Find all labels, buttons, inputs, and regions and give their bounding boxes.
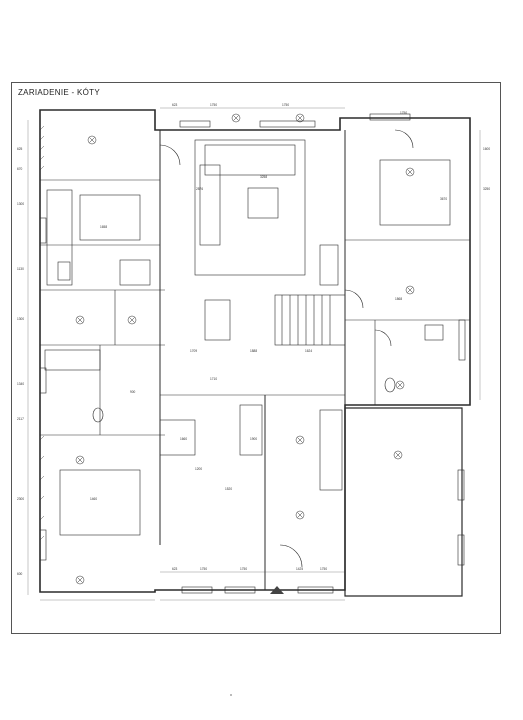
dim-label-top: 623 xyxy=(172,103,178,107)
dim-label-interior: 1520 xyxy=(225,487,232,491)
dim-label-interior: 1868 xyxy=(395,297,402,301)
toilet xyxy=(384,377,396,393)
dim-label-top: 1750 xyxy=(400,111,407,115)
wall-hatch xyxy=(39,125,45,541)
dim-label-top: 1750 xyxy=(210,103,217,107)
door-swing xyxy=(279,544,303,568)
sofa xyxy=(199,164,221,246)
door-swing xyxy=(394,129,414,149)
dim-label-left: 1300 xyxy=(17,202,24,206)
living-room-zone xyxy=(194,139,306,276)
dim-label-left: 1300 xyxy=(17,317,24,321)
window xyxy=(297,586,334,594)
window xyxy=(259,120,316,128)
ceiling-light-icon xyxy=(87,135,97,145)
kitchen-sink xyxy=(57,261,71,281)
window xyxy=(181,586,213,594)
page-dot xyxy=(230,694,232,696)
triangle-marker xyxy=(270,586,284,594)
ceiling-light-icon xyxy=(405,167,415,177)
wardrobe xyxy=(239,404,263,456)
dim-label-left: 2300 xyxy=(17,497,24,501)
dim-label-interior: 1200 xyxy=(195,467,202,471)
dim-label-interior: 3670 xyxy=(440,197,447,201)
door-swing xyxy=(374,329,392,347)
dim-label-interior: 1624 xyxy=(305,349,312,353)
dim-label-left: 600 xyxy=(17,572,23,576)
ceiling-light-icon xyxy=(127,315,137,325)
window xyxy=(39,529,47,561)
dim-label-right: 3250 xyxy=(483,187,490,191)
stair-steps xyxy=(281,295,331,345)
dim-label-bottom: 1750 xyxy=(320,567,327,571)
dim-label-right: 1600 xyxy=(483,147,490,151)
window xyxy=(39,367,47,394)
bed xyxy=(79,194,141,241)
ceiling-light-icon xyxy=(405,285,415,295)
dim-label-left: 670 xyxy=(17,167,23,171)
door-swing xyxy=(159,144,181,166)
sofa xyxy=(204,144,296,176)
sheet-frame xyxy=(11,82,501,634)
dim-label-interior: 1660 xyxy=(180,437,187,441)
exterior-wall xyxy=(39,109,471,593)
dim-label-left: 2117 xyxy=(17,417,24,421)
ceiling-light-icon xyxy=(75,455,85,465)
ceiling-lights xyxy=(75,113,415,585)
dim-label-bottom: 1425 xyxy=(296,567,303,571)
ceiling-light-icon xyxy=(75,575,85,585)
dining-table xyxy=(204,299,231,341)
ceiling-light-icon xyxy=(393,450,403,460)
dim-label-interior: 1888 xyxy=(250,349,257,353)
ceiling-light-icon xyxy=(295,113,305,123)
dim-label-left: 1340 xyxy=(17,382,24,386)
window xyxy=(457,469,465,501)
bathtub xyxy=(44,349,101,371)
bed xyxy=(59,469,141,536)
sheet-title: ZARIADENIE - KÓTY xyxy=(18,88,100,97)
annex-wall xyxy=(344,407,463,597)
cabinet xyxy=(319,244,339,286)
dim-label-bottom: 1750 xyxy=(200,567,207,571)
bed xyxy=(379,159,451,226)
dim-label-interior: 1709 xyxy=(190,349,197,353)
dim-label-interior: 2876 xyxy=(196,187,203,191)
window xyxy=(369,113,411,121)
window xyxy=(458,319,466,361)
ceiling-light-icon xyxy=(75,315,85,325)
dim-label-interior: 1460 xyxy=(90,497,97,501)
window xyxy=(39,217,47,244)
cabinet xyxy=(119,259,151,286)
window xyxy=(457,534,465,566)
window xyxy=(179,120,211,128)
dim-label-interior: 900 xyxy=(130,390,136,394)
wardrobe xyxy=(319,409,343,491)
window xyxy=(224,586,256,594)
dim-label-top: 1750 xyxy=(282,103,289,107)
dim-label-bottom: 1750 xyxy=(240,567,247,571)
dim-label-left: 625 xyxy=(17,147,23,151)
dim-label-interior: 3258 xyxy=(260,175,267,179)
dimension-labels: 623 1750 1750 1750 623 1750 1750 1425 17… xyxy=(17,103,490,576)
dim-label-bottom: 623 xyxy=(172,567,178,571)
kitchen-counter xyxy=(46,189,73,286)
dim-label-left: 1130 xyxy=(17,267,24,271)
door-swing xyxy=(344,289,364,309)
shower xyxy=(159,419,196,456)
staircase xyxy=(274,294,346,346)
ceiling-light-icon xyxy=(295,435,305,445)
toilet xyxy=(92,407,104,423)
sink xyxy=(424,324,444,341)
dim-label-interior: 1710 xyxy=(210,377,217,381)
coffee-table xyxy=(247,187,279,219)
ceiling-light-icon xyxy=(231,113,241,123)
dimension-lines xyxy=(27,107,481,601)
dim-label-interior: 1900 xyxy=(250,437,257,441)
ceiling-light-icon xyxy=(395,380,405,390)
dim-label-interior: 1658 xyxy=(100,225,107,229)
ceiling-light-icon xyxy=(295,510,305,520)
